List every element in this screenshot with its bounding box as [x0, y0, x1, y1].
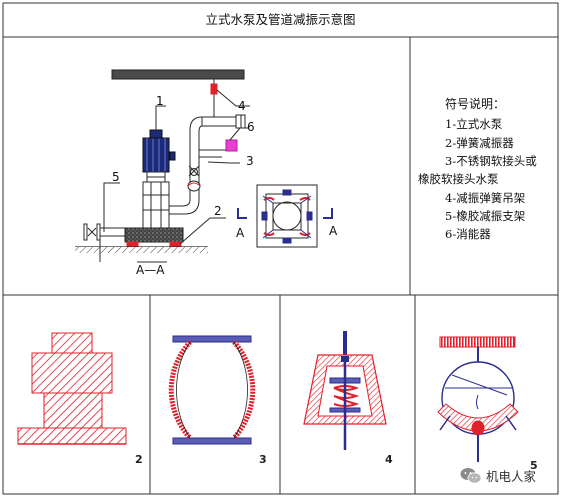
- section-mark-right: A: [329, 224, 338, 238]
- legend-heading: 符号说明：: [445, 97, 506, 111]
- panel-number-3: 3: [259, 453, 267, 466]
- legend-item-5: 5-橡胶减振支架: [445, 209, 526, 223]
- legend-item-6: 6-消能器: [445, 227, 491, 241]
- panel-number-4: 4: [385, 453, 393, 466]
- callout-2: 2: [214, 204, 222, 218]
- legend-item-2: 2-弹簧减振器: [445, 136, 514, 150]
- callout-5: 5: [112, 170, 120, 184]
- wechat-icon: [460, 467, 482, 484]
- legend-item-1: 1-立式水泵: [445, 117, 503, 131]
- panel-4-drawing: [303, 331, 387, 450]
- diagram-title: 立式水泵及管道减振示意图: [205, 12, 356, 27]
- inertia-base: [124, 227, 184, 243]
- callout-3: 3: [246, 154, 254, 168]
- panel-5-drawing: [437, 336, 519, 462]
- watermark-text: 机电人家: [486, 469, 537, 484]
- panel-2-drawing: [17, 332, 127, 445]
- frame-lines: [2, 2, 559, 495]
- panel-number-5: 5: [530, 459, 538, 472]
- callout-6: 6: [247, 120, 255, 134]
- section-caption: A—A: [136, 263, 165, 277]
- ceiling-slab: [111, 69, 245, 80]
- pump-body: [142, 181, 170, 229]
- callout-4: 4: [238, 99, 246, 113]
- plan-frame: [256, 184, 318, 248]
- watermark: 机电人家: [460, 466, 536, 485]
- hanger-spring: [210, 83, 218, 95]
- energy-dissipator: [225, 139, 238, 152]
- legend-item-3: 3-不锈钢软接头或: [445, 154, 537, 168]
- plan-view: [237, 184, 333, 248]
- section-mark-left: A: [236, 226, 245, 240]
- legend-item-3-continued: 橡胶软接头水泵: [418, 172, 499, 186]
- callout-1: 1: [156, 94, 164, 108]
- panel-3-drawing: [168, 335, 256, 445]
- panel-number-2: 2: [135, 453, 143, 466]
- legend-item-4: 4-减振弹簧吊架: [445, 191, 526, 205]
- main-schematic: [75, 69, 250, 263]
